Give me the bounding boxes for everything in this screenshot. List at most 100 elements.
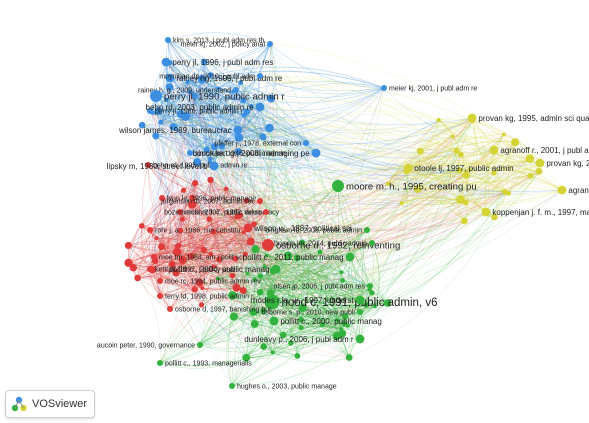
node-meier2001[interactable]: meier kj, 2001, j publ adm re <box>381 85 477 92</box>
node-circle[interactable] <box>167 306 173 312</box>
node-osborne1992[interactable]: osborne d., 1992, reinventing <box>262 239 400 251</box>
node-bouckaert[interactable]: bouckaert g., 2008, managing pe <box>193 148 321 158</box>
node-osborne2010[interactable]: osborne s. p., 2010, new publi <box>262 309 363 316</box>
node-behn1995[interactable]: behn rd, 1995, public admin re <box>145 162 248 169</box>
node-simon[interactable]: simon ha, 1946, public admin r <box>187 150 291 157</box>
node-circle[interactable] <box>367 283 373 289</box>
node-label: pollitt c., 1993, managerialis <box>165 360 252 367</box>
node-kim[interactable]: kim s, 2013, j publ adm res th <box>165 37 265 44</box>
node-circle[interactable] <box>467 113 477 123</box>
node-circle[interactable] <box>187 150 193 156</box>
node-agranoff2001[interactable]: agranoff r., 2001, j publ adm r <box>489 145 589 155</box>
node-circle[interactable] <box>229 383 235 389</box>
node-aucoin[interactable]: aucoin peter, 1990, governance <box>97 342 203 349</box>
node-circle[interactable] <box>157 360 163 366</box>
node-circle[interactable] <box>364 227 370 233</box>
node-circle[interactable] <box>381 85 387 91</box>
node-pollitt2011[interactable]: pollitt c., 2011, public manag <box>243 252 355 262</box>
node-circle[interactable] <box>557 185 567 195</box>
node-circle[interactable] <box>157 293 163 299</box>
node-moe[interactable]: moe tm, 1984, am j polit sci <box>151 254 245 261</box>
node-circle[interactable] <box>177 209 183 215</box>
node-hughes[interactable]: hughes o., 2003, public manage <box>229 383 337 390</box>
node-circle[interactable] <box>403 163 413 173</box>
node-wilson1989[interactable]: wilson james, 1989, bureaucrac <box>118 125 243 135</box>
node-perry1990[interactable]: perry jl, 1990, public admin r <box>150 90 285 102</box>
node-rohr[interactable]: rohr j. a., 1986, run constitu <box>147 227 240 234</box>
node-osborne1997[interactable]: osborne d, 1997, banishing bur <box>167 306 272 313</box>
node-circle[interactable] <box>263 209 269 215</box>
node-circle[interactable] <box>332 180 344 192</box>
node-circle[interactable] <box>255 102 265 112</box>
node-circle[interactable] <box>345 252 355 262</box>
node-circle[interactable] <box>197 342 203 348</box>
node-mosher[interactable]: mosher f. c., 1982, democracy <box>177 209 280 216</box>
node-circle[interactable] <box>151 254 157 260</box>
node-terry[interactable]: terry ld, 1998, public admin r <box>157 293 254 300</box>
node-circle[interactable] <box>357 309 363 315</box>
node-perry1986[interactable]: perry jl, 1986, public admin r <box>147 108 244 115</box>
node-meier2002[interactable]: meier kj, 2002, j policy anal <box>181 41 273 48</box>
node-pfeffer[interactable]: pfeffer j., 1978, external con <box>214 140 309 147</box>
node-rainey2009[interactable]: rainey h. g., 2009, understand <box>138 87 239 94</box>
node-circle[interactable] <box>147 266 153 272</box>
node-circle[interactable] <box>150 90 162 102</box>
node-circle[interactable] <box>233 125 243 135</box>
node-provan2008[interactable]: provan kg, 2008, j publ adm re <box>535 158 589 168</box>
node-bingham[interactable]: bingham lb, 2005, public admin <box>265 227 370 234</box>
node-circle[interactable] <box>264 294 280 310</box>
node-circle[interactable] <box>147 227 153 233</box>
node-circle[interactable] <box>267 41 273 47</box>
node-circle[interactable] <box>311 148 321 158</box>
node-moynihan[interactable]: moynihan dp, 2010, j publ adm <box>159 73 263 80</box>
node-circle[interactable] <box>233 87 239 93</box>
node-circle[interactable] <box>209 161 219 171</box>
node-circle[interactable] <box>161 57 171 67</box>
node-lynn[interactable]: lynn le, 1996, public manage <box>159 195 256 202</box>
node-circle[interactable] <box>271 264 281 274</box>
node-circle[interactable] <box>257 198 263 204</box>
node-circle[interactable] <box>157 278 163 284</box>
node-circle[interactable] <box>262 239 274 251</box>
node-otoole[interactable]: otoole lj, 1997, public admin <box>403 163 514 173</box>
node-dunleavy[interactable]: dunleavy p., 2006, j publ adm r <box>244 334 365 344</box>
node-provan1995[interactable]: provan kg, 1995, admin sci qua <box>467 113 589 123</box>
node-pollitt2004[interactable]: pollitt c., 2004, public manag <box>168 264 281 274</box>
node-circle[interactable] <box>243 223 253 233</box>
node-lipsky[interactable]: lipsky m, 1980, street level b <box>107 161 219 171</box>
node-circle[interactable] <box>257 73 263 79</box>
node-rainey1999[interactable]: rainey hg, 1999, j publ adm re <box>165 73 283 83</box>
node-circle[interactable] <box>145 162 151 168</box>
node-moe1994[interactable]: moe rc, 1994, public admin rev <box>157 278 261 285</box>
node-pollitt1993[interactable]: pollitt c., 1993, managerialis <box>157 360 252 367</box>
node-moore[interactable]: moore m. h., 1995, creating pu <box>332 180 477 192</box>
node-olsen[interactable]: olsen jp, 2006, j publ adm res <box>274 283 373 290</box>
node-jorgensen[interactable]: jorgensen tb, 2007, admin soc <box>160 198 263 205</box>
node-circle[interactable] <box>165 73 175 83</box>
link <box>173 126 256 249</box>
node-circle[interactable] <box>489 145 499 155</box>
node-circle[interactable] <box>355 295 365 305</box>
node-agranoff2003[interactable]: agranoff r., 2003, collaborati <box>557 185 589 195</box>
node-wilson1887[interactable]: wilson w., 1887, political sci <box>243 223 352 233</box>
node-circle[interactable] <box>147 108 153 114</box>
node-circle[interactable] <box>165 37 171 43</box>
node-circle[interactable] <box>303 140 309 146</box>
node-pollitt2000[interactable]: pollitt c., 2000, public manag <box>269 316 382 326</box>
node-circle[interactable] <box>159 195 165 201</box>
node-kettl[interactable]: kettl df, 1997, j policy anal <box>147 266 236 273</box>
node-circle[interactable] <box>355 334 365 344</box>
node-circle[interactable] <box>535 158 545 168</box>
node-behn2003[interactable]: behn rd, 2003, public admin re <box>146 102 265 112</box>
node-koppenjan[interactable]: koppenjan j. f. m., 1997, mana <box>481 207 589 217</box>
node-circle[interactable] <box>269 316 279 326</box>
node-bozeman[interactable]: bozeman b., 2007, public value <box>164 209 269 216</box>
node-perry1996[interactable]: perry jl, 1996, j publ adm res <box>161 57 274 67</box>
node-circle[interactable] <box>369 240 375 246</box>
node-circle[interactable] <box>481 207 491 217</box>
node-bryson[interactable]: bryson jm, 2014, public admin <box>274 240 375 247</box>
node-rhodes[interactable]: rhodes r. a. w., 1997, underst <box>250 295 365 305</box>
vosviewer-logo[interactable]: VOSviewer <box>5 390 96 418</box>
